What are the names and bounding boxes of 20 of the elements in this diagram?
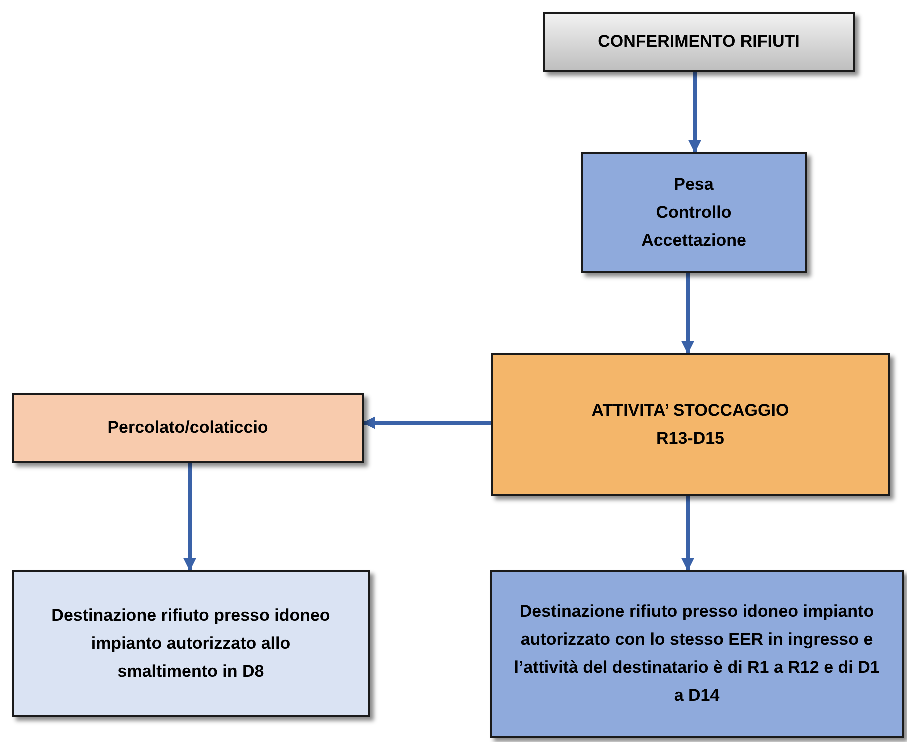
box-text: ATTIVITA’ STOCCAGGIO bbox=[592, 400, 790, 422]
box-text: Controllo bbox=[656, 202, 732, 224]
process-box bbox=[581, 152, 807, 273]
process-box bbox=[12, 393, 364, 463]
box-text: R13-D15 bbox=[656, 428, 725, 450]
box-text: Pesa bbox=[674, 174, 714, 196]
process-box bbox=[491, 353, 890, 496]
process-box bbox=[490, 570, 904, 738]
arrow bbox=[362, 416, 491, 430]
box-text: CONFERIMENTO RIFIUTI bbox=[598, 31, 800, 53]
box-text: Destinazione rifiuto presso idoneo impianto autorizzato allo smaltimento in D8 bbox=[50, 604, 332, 682]
arrow bbox=[682, 273, 694, 354]
box-text: Accettazione bbox=[642, 230, 746, 252]
process-box bbox=[543, 12, 855, 72]
process-box bbox=[12, 570, 370, 717]
box-text: Percolato/colaticcio bbox=[108, 417, 268, 439]
arrow bbox=[682, 496, 694, 572]
arrow bbox=[688, 72, 702, 154]
arrow bbox=[184, 463, 196, 572]
box-text: Destinazione rifiuto presso idoneo impianto autorizzato con lo stesso EER in ingresso e l’attività del destinatario è di R1 a R12 e di D1 a D14 bbox=[513, 601, 881, 707]
